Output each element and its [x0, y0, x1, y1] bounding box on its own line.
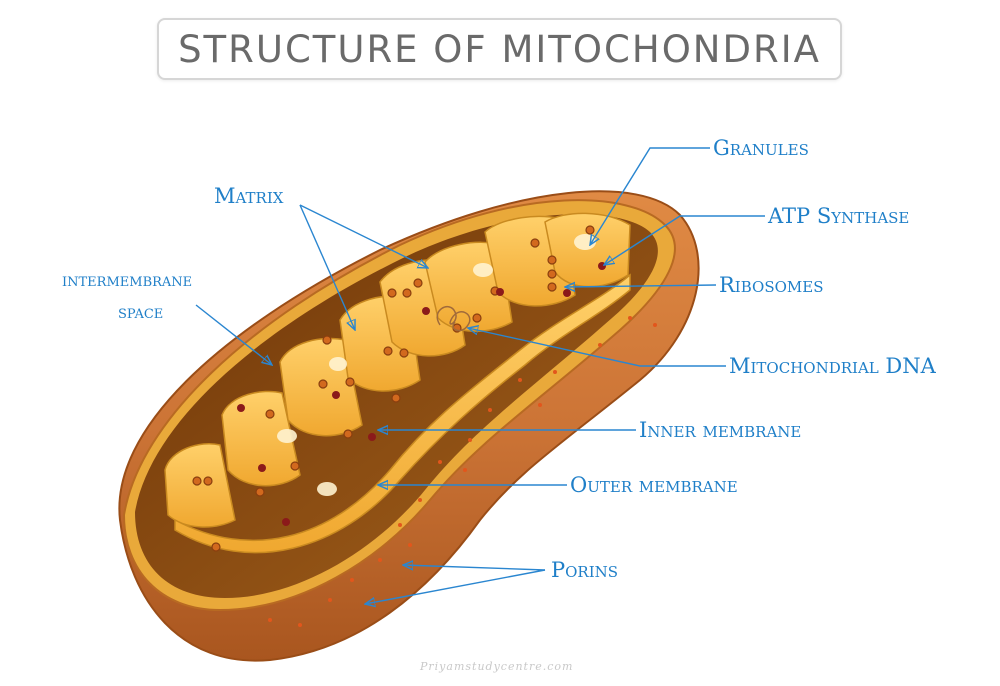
porins	[268, 316, 657, 627]
watermark: Priyamstudycentre.com	[420, 660, 574, 673]
diagram-title: STRUCTURE OF MITOCHONDRIA	[178, 27, 821, 71]
label-outer-membrane: Outer membrane	[570, 473, 738, 497]
title-box: STRUCTURE OF MITOCHONDRIA	[157, 18, 842, 80]
label-granules: Granules	[713, 136, 809, 160]
cristae	[164, 212, 631, 554]
intermembrane-cavity	[135, 214, 658, 599]
label-intermembrane-space: space	[118, 301, 164, 323]
label-intermembrane: intermembrane	[62, 269, 193, 291]
granules	[192, 225, 595, 552]
label-ribosomes: Ribosomes	[719, 273, 824, 297]
label-atp-synthase: ATP Synthase	[768, 204, 910, 228]
leader-lines	[195, 147, 765, 604]
mitochondrial-dna-strand	[436, 306, 471, 332]
label-inner-membrane: Inner membrane	[639, 418, 802, 442]
label-matrix: Matrix	[214, 184, 284, 208]
label-porins: Porins	[551, 558, 619, 582]
label-mitochondrial-dna: Mitochondrial DNA	[729, 354, 936, 378]
